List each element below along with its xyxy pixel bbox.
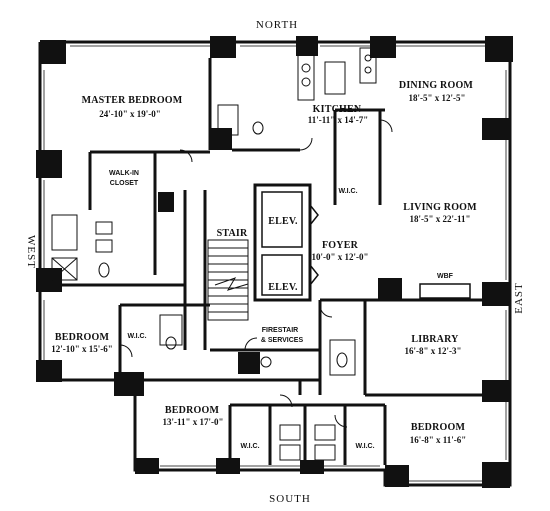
elevator-1-label: ELEV. [268,216,298,227]
wic-kitchen-label: W.I.C. [338,188,357,195]
stair-label: STAIR [217,228,248,239]
living-room-label: LIVING ROOM [403,202,477,213]
kitchen-label: KITCHEN [313,104,362,115]
bedroom-south-dims: 13'-11" x 17'-0" [163,417,224,427]
firestair-label-2: & SERVICES [261,337,304,344]
bedroom-west-label: BEDROOM [55,332,110,343]
walk-in-closet-label-1: WALK-IN [109,170,139,177]
elevator-shafts [253,183,319,302]
bath-fixtures [51,104,356,461]
dining-room-dims: 18'-5" x 12'-5" [409,93,466,103]
window-lines [43,45,507,482]
living-room-dims: 18'-5" x 22'-11" [410,214,471,224]
bedroom-south-label: BEDROOM [165,405,220,416]
master-bedroom-dims: 24'-10" x 19'-0" [99,109,161,119]
kitchen-fixtures [297,47,377,101]
wic-west-label: W.I.C. [127,333,146,340]
foyer-dims: 10'-0" x 12'-0" [312,252,369,262]
library-dims: 16'-8" x 12'-3" [405,346,462,356]
compass-west: WEST [25,235,37,269]
wic-south-left-label: W.I.C. [240,443,259,450]
dining-room-label: DINING ROOM [399,80,474,91]
wic-south-right-label: W.I.C. [355,443,374,450]
compass-east: EAST [513,282,525,314]
bedroom-southeast-label: BEDROOM [411,422,466,433]
stair-treads [207,239,249,321]
wbf-label: WBF [437,273,454,280]
door-swings [119,119,393,428]
interior-walls [44,58,500,465]
compass-north: NORTH [256,19,298,31]
firestair-label-1: FIRESTAIR [262,327,298,334]
compass-south: SOUTH [269,493,311,505]
bedroom-west-dims: 12'-10" x 15'-6" [51,344,113,354]
elevator-2-label: ELEV. [268,282,298,293]
fireplace [419,283,471,299]
walk-in-closet-label-2: CLOSET [110,180,139,187]
foyer-label: FOYER [322,240,359,251]
library-label: LIBRARY [411,334,459,345]
kitchen-dims: 11'-11" x 14'-7" [308,115,369,125]
bedroom-southeast-dims: 16'-8" x 11'-6" [410,435,467,445]
master-bedroom-label: MASTER BEDROOM [82,95,183,106]
